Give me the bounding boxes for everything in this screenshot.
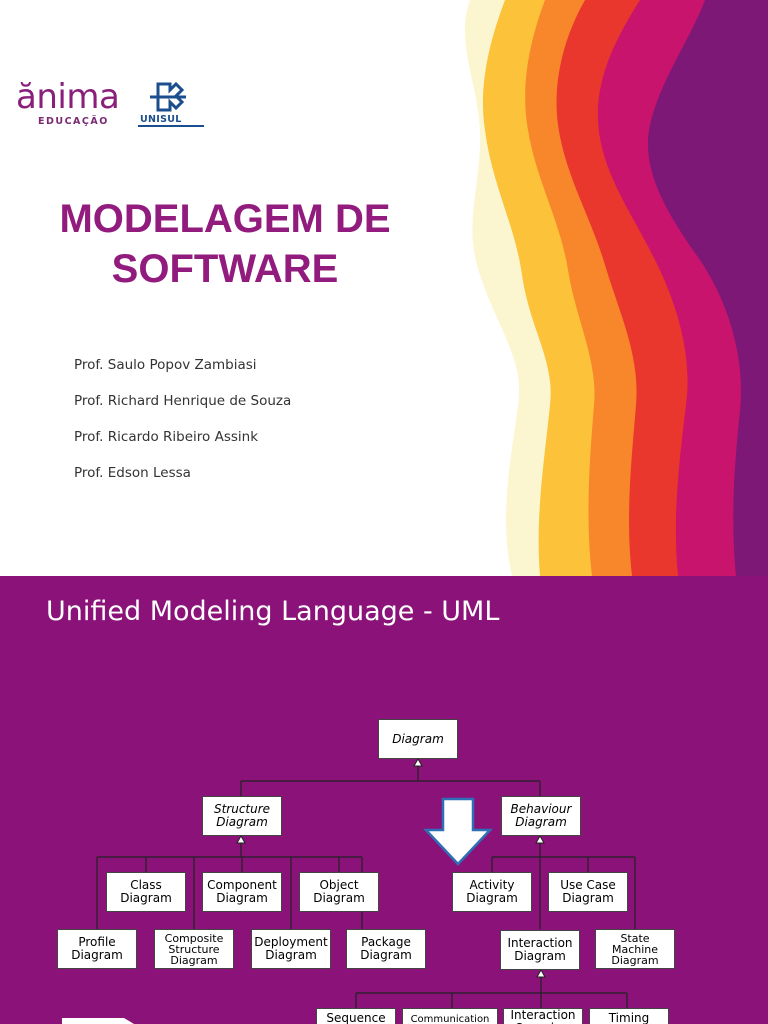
box-label: Interaction Overview	[510, 1008, 576, 1024]
box-label: Component Diagram	[207, 878, 277, 905]
uml-connectors	[62, 757, 636, 1024]
partial-arrow-shape	[62, 1018, 134, 1024]
unisul-logo: UNISUL	[136, 80, 208, 130]
object-diagram-box: Object Diagram	[299, 872, 379, 912]
component-diagram-box: Component Diagram	[202, 872, 282, 912]
title-slide: ănima EDUCAÇÃO UNISUL MODELAGEM DE SOFTW…	[16, 0, 768, 576]
title-line-1: MODELAGEM DE	[59, 197, 391, 241]
slide-title: MODELAGEM DE SOFTWARE	[20, 194, 430, 294]
box-label: Sequence	[326, 1011, 386, 1024]
deployment-diagram-box: Deployment Diagram	[251, 929, 331, 969]
activity-diagram-box: Activity Diagram	[452, 872, 532, 912]
box-label: Object Diagram	[313, 878, 365, 905]
professor-name: Prof. Saulo Popov Zambiasi	[74, 357, 257, 373]
box-label: Profile Diagram	[71, 935, 123, 962]
use-case-diagram-box: Use Case Diagram	[548, 872, 628, 912]
interaction-overview-diagram-box: Interaction Overview	[503, 1008, 583, 1024]
box-label: Interaction Diagram	[507, 936, 573, 963]
wave-purple	[647, 0, 768, 576]
interaction-diagram-box: Interaction Diagram	[500, 930, 580, 970]
box-label: State Machine Diagram	[611, 931, 659, 967]
box-label: Class Diagram	[120, 878, 172, 905]
box-label: Deployment Diagram	[254, 935, 328, 962]
unisul-emblem-icon	[150, 81, 186, 112]
box-label: Diagram	[392, 731, 444, 746]
structure-diagram-box: Structure Diagram	[202, 796, 282, 836]
professor-name: Prof. Edson Lessa	[74, 465, 191, 481]
unisul-wordmark: UNISUL	[140, 114, 182, 125]
composite-structure-diagram-box: Composite Structure Diagram	[154, 929, 234, 969]
decorative-waves	[464, 0, 768, 576]
unisul-underline	[138, 125, 204, 127]
box-label: Package Diagram	[360, 935, 412, 962]
box-label: Composite Structure Diagram	[164, 931, 224, 967]
diagram-root-box: Diagram	[378, 719, 458, 759]
anima-subtitle: EDUCAÇÃO	[38, 116, 109, 127]
communication-diagram-box: Communication	[402, 1008, 498, 1024]
professor-name: Prof. Ricardo Ribeiro Assink	[74, 429, 259, 445]
timing-diagram-box: Timing	[589, 1008, 669, 1024]
box-label: Structure Diagram	[213, 802, 271, 829]
class-diagram-box: Class Diagram	[106, 872, 186, 912]
box-label: Use Case Diagram	[560, 878, 616, 905]
professor-list: Prof. Saulo Popov Zambiasi Prof. Richard…	[74, 354, 291, 498]
anima-logo: ănima EDUCAÇÃO	[16, 80, 122, 127]
box-label: Behaviour Diagram	[510, 802, 572, 829]
behaviour-diagram-box: Behaviour Diagram	[501, 796, 581, 836]
state-machine-diagram-box: State Machine Diagram	[595, 929, 675, 969]
box-label: Activity Diagram	[466, 878, 518, 905]
title-line-2: SOFTWARE	[111, 247, 339, 291]
uml-slide: Unified Modeling Language - UML	[0, 576, 768, 1024]
box-label: Communication	[410, 1014, 490, 1024]
profile-diagram-box: Profile Diagram	[57, 929, 137, 969]
sequence-diagram-box: Sequence	[316, 1008, 396, 1024]
professor-name: Prof. Richard Henrique de Souza	[74, 393, 292, 409]
box-label: Timing	[608, 1011, 650, 1024]
package-diagram-box: Package Diagram	[346, 929, 426, 969]
uml-slide-title: Unified Modeling Language - UML	[46, 596, 500, 627]
down-arrow-icon	[423, 797, 493, 866]
anima-wordmark: ănima	[16, 77, 120, 117]
